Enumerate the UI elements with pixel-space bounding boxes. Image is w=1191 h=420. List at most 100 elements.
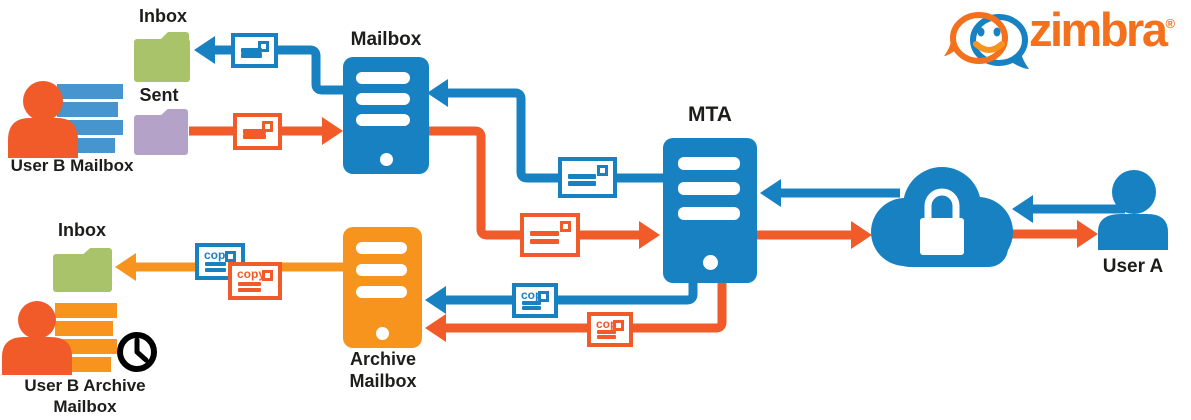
flow-mailbox-to-mta xyxy=(418,126,641,240)
sent-folder-icon xyxy=(134,115,188,155)
envelope-line xyxy=(241,47,263,53)
copy-envelope-icon-orange-archive: copy xyxy=(228,262,282,300)
sent-folder-tab-icon xyxy=(158,109,188,118)
padlock-body-icon xyxy=(920,218,964,255)
flow-mta-to-archive-blue xyxy=(444,280,698,305)
inbox-folder-icon xyxy=(134,39,190,82)
envelope-line xyxy=(243,128,266,134)
logo-blue-bubble xyxy=(970,14,1028,66)
envelope-stamp xyxy=(597,165,608,176)
arrowhead-mailbox-into-mta xyxy=(639,221,660,249)
user-b-person-icon xyxy=(8,81,78,158)
user-b-archive-stack-icon xyxy=(55,303,117,375)
envelope-line xyxy=(568,174,597,180)
server-bar xyxy=(356,72,410,84)
logo-smile xyxy=(973,41,1005,53)
registered-trademark-symbol: ® xyxy=(1165,16,1176,31)
archive-inbox-folder-tab-icon xyxy=(80,248,112,257)
person-head xyxy=(18,301,56,339)
user-b-archive-label-line1: User B Archive xyxy=(24,376,146,395)
server-light xyxy=(703,255,718,270)
envelope-stamp xyxy=(262,121,273,132)
mail-stack-slab xyxy=(55,321,113,336)
envelope-line xyxy=(241,53,263,59)
envelope-stamp xyxy=(225,251,236,262)
envelope-icon-mailbox-to-mta xyxy=(520,213,580,257)
server-light xyxy=(380,153,393,166)
envelope-icon-mta-to-mailbox xyxy=(558,157,617,198)
server-bar xyxy=(356,286,407,298)
server-bar xyxy=(356,93,410,105)
blue-arrowheads xyxy=(194,36,1033,314)
mailbox-server-label: Mailbox xyxy=(350,29,422,50)
inbox-top-label: Inbox xyxy=(139,6,187,26)
arrowhead-cloud-into-usera xyxy=(1077,220,1098,248)
user-b-archive-label-line2: Mailbox xyxy=(53,397,117,416)
secure-cloud-icon xyxy=(871,167,1013,267)
archive-server-icon xyxy=(343,227,422,348)
logo-eye xyxy=(977,27,985,37)
zimbra-wordmark-text: zimbra xyxy=(1029,3,1168,56)
envelope-line xyxy=(205,262,226,267)
arrowhead-into-archive-inbox xyxy=(115,253,136,281)
server-bar xyxy=(356,264,407,276)
envelope-stamp xyxy=(262,270,273,281)
archive-inbox-folder-icon xyxy=(53,254,112,292)
logo-orange-bubble xyxy=(950,12,1008,64)
arrowhead-into-cloud xyxy=(1012,195,1033,223)
user-a-label: User A xyxy=(1102,256,1164,277)
sent-label: Sent xyxy=(139,85,179,105)
archive-clock-icon xyxy=(117,332,157,372)
mail-stack-slab xyxy=(55,303,117,318)
mta-server-icon xyxy=(663,138,757,283)
envelope-stamp xyxy=(538,291,549,302)
server-bar xyxy=(678,182,740,195)
envelope-line xyxy=(243,134,266,140)
person-body xyxy=(2,337,72,375)
copy-envelope-icon-orange-mta: copy xyxy=(587,312,633,347)
user-b-mail-stack-icon xyxy=(57,84,123,156)
copy-envelope-label: copy xyxy=(237,267,266,281)
person-body xyxy=(8,118,78,158)
archive-inbox-label: Inbox xyxy=(58,220,106,240)
person-body xyxy=(1098,214,1168,250)
mailbox-server-icon xyxy=(343,57,429,174)
logo-orange-bubble-tail xyxy=(944,41,957,56)
server-bar xyxy=(678,157,740,170)
envelope-stamp xyxy=(613,320,624,331)
arrowhead-into-mailbox xyxy=(427,79,448,107)
envelope-line xyxy=(522,301,541,306)
user-b-archive-person-icon xyxy=(2,301,72,375)
flow-mta-to-archive-orange xyxy=(444,280,727,333)
blue-flow-lines xyxy=(212,45,1125,305)
mail-stack-slab xyxy=(57,84,123,99)
server-bar xyxy=(678,207,740,220)
envelope-line xyxy=(530,238,559,244)
envelope-line xyxy=(522,306,541,311)
archive-server-label-line2: Mailbox xyxy=(349,371,417,391)
orange-flow-lines xyxy=(189,126,1079,333)
flow-mailbox-to-inbox xyxy=(212,45,346,95)
arrowhead-into-mta xyxy=(760,179,781,207)
envelope-line xyxy=(568,180,597,186)
server-light xyxy=(376,327,389,340)
mta-server-label: MTA xyxy=(688,103,732,126)
arrowhead-mta-into-cloud xyxy=(851,221,872,249)
envelope-line xyxy=(597,330,616,335)
envelope-stamp xyxy=(258,41,269,52)
padlock-shackle-icon xyxy=(924,188,960,220)
logo-blue-bubble-tail xyxy=(1008,53,1029,69)
envelope-line xyxy=(238,281,261,286)
envelope-line xyxy=(530,231,559,237)
server-bar xyxy=(356,242,407,254)
zimbra-logo-icon xyxy=(944,12,1029,69)
flow-mta-to-mailbox xyxy=(446,88,664,183)
arrowhead-into-inbox xyxy=(194,36,215,64)
envelope-line xyxy=(597,335,616,340)
zimbra-wordmark: zimbra® xyxy=(1029,6,1175,53)
archive-server-label-line1: Archive xyxy=(349,349,417,369)
server-bar xyxy=(356,114,410,126)
person-head xyxy=(23,81,63,121)
